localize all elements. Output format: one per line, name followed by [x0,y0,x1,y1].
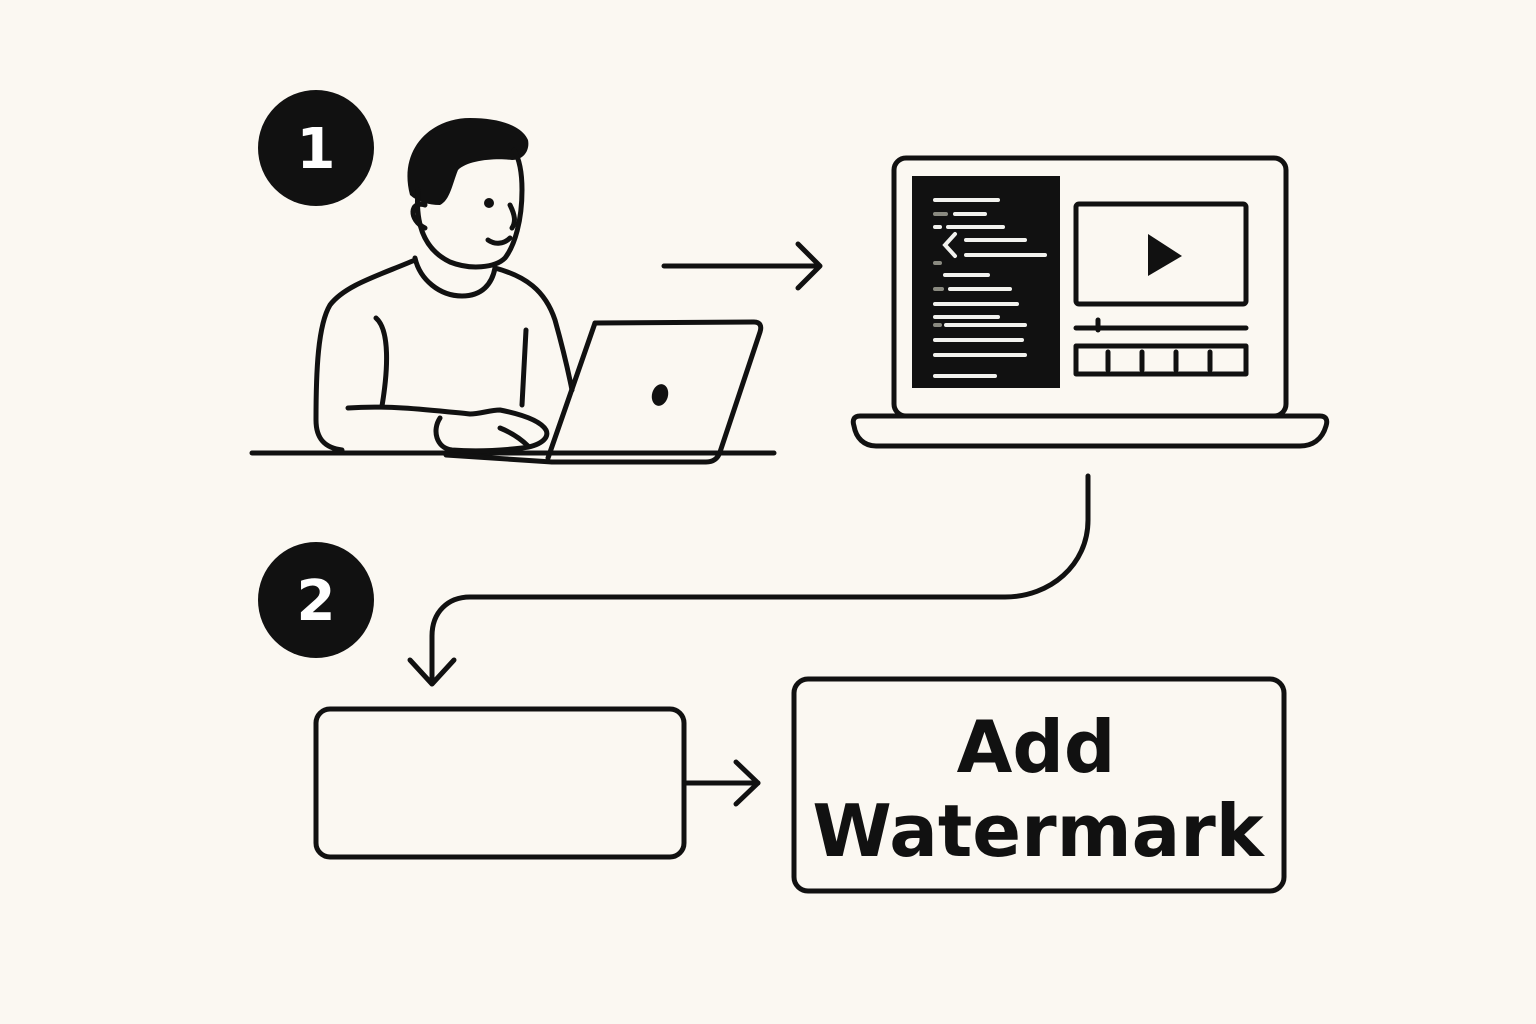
chest-line [519,327,529,408]
arm-fold [373,315,390,409]
play-icon[interactable] [1148,234,1182,276]
editor-laptop-base [850,413,1330,449]
shoulder-right [492,265,575,393]
watermark-line-1: Add [957,705,1116,789]
laptop-base [443,452,555,465]
laptop-lid-edge [545,320,598,461]
video-editor-laptop-icon [850,155,1330,449]
nose [507,202,517,231]
arrow-to-editor [661,241,823,291]
hair [407,118,529,205]
shoulder-left [313,257,418,453]
forearm [345,404,473,417]
step-1-number: 1 [297,117,336,182]
finger [497,425,531,449]
blank-box [313,706,687,860]
step-1-badge: 1 [258,90,374,206]
hand [433,407,550,454]
laptop-logo-icon [651,384,669,406]
step-2-badge: 2 [258,542,374,658]
arrow-to-watermark [681,759,761,807]
smile [485,235,513,246]
watermark-line-2: Watermark [812,789,1265,873]
laptop-lid [549,319,764,465]
person-at-laptop-illustration [249,118,777,465]
timeline-track[interactable] [1073,343,1249,377]
step-2-number: 2 [297,569,336,634]
connector-to-step-2 [407,473,1091,687]
code-panel [912,176,1060,388]
video-preview [1073,201,1249,307]
code-lines [933,198,1047,378]
head [414,147,525,270]
eye [484,198,494,208]
ear [410,201,428,231]
neck [412,255,498,299]
add-watermark-box: Add Watermark [791,676,1287,894]
timeline-segments [1105,349,1213,373]
